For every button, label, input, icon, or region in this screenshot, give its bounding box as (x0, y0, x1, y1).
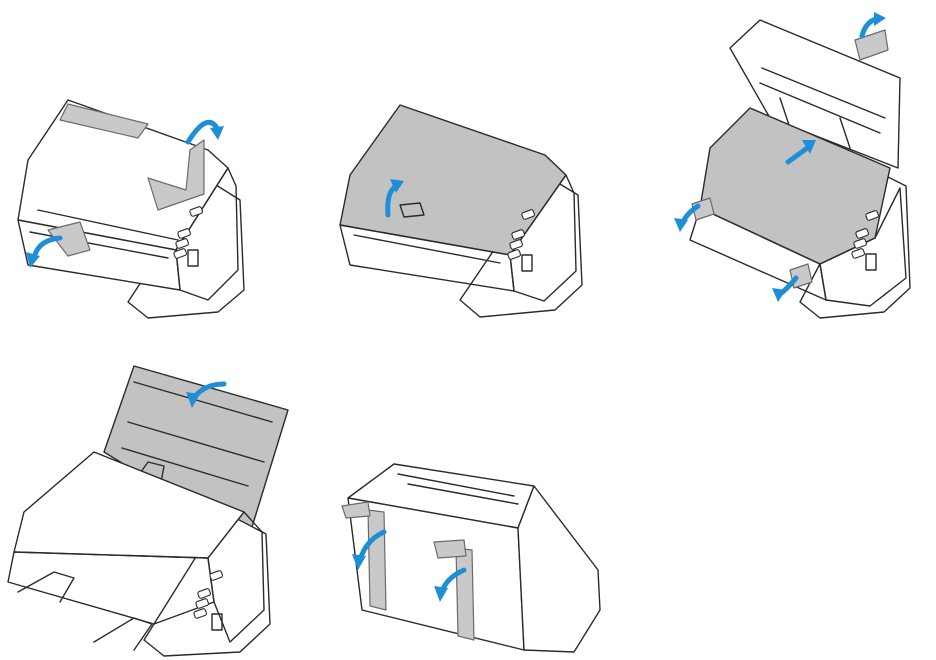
arrow-icon (674, 203, 701, 232)
step-4-illustration (4, 362, 290, 658)
tape-strip (455, 547, 475, 641)
scanner-drawing-2 (339, 104, 583, 318)
tape-strip (691, 197, 715, 221)
arrow-icon (859, 12, 886, 39)
arrow-icon (785, 140, 816, 165)
arrow-icon (434, 567, 467, 602)
arrow-icon (26, 235, 63, 268)
tape-strip (147, 139, 205, 211)
arrow-icon (352, 529, 387, 570)
step-2-illustration (330, 95, 595, 320)
scanner-drawing-4 (7, 365, 289, 657)
arrow-icon (385, 179, 404, 218)
step-5-illustration (338, 460, 606, 656)
arrow-icon (185, 119, 224, 145)
tape-strip (59, 103, 149, 139)
tape-strip (367, 509, 387, 611)
tape-strip (47, 221, 91, 257)
scanner-drawing-3 (674, 12, 911, 319)
arrow-icon (772, 275, 799, 302)
scanner-drawing-1 (17, 99, 245, 319)
tape-strip (341, 501, 371, 519)
tape-strip (433, 539, 467, 559)
arrow-icon (186, 381, 227, 408)
step-3-illustration (670, 8, 932, 323)
step-1-illustration (8, 90, 248, 320)
scanner-drawing-5 (341, 463, 601, 653)
